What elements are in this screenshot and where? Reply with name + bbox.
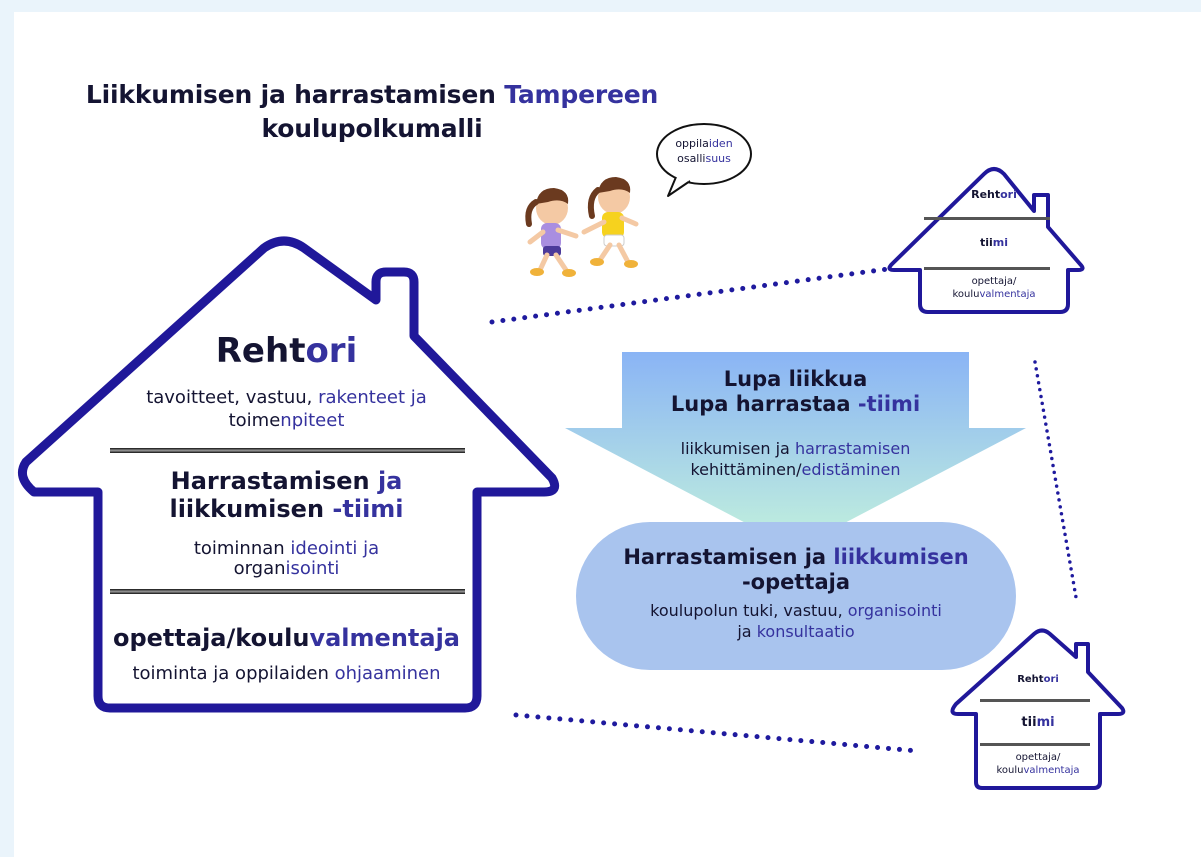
small-house-bottom-divider-1 xyxy=(980,699,1090,702)
page-title: Liikkumisen ja harrastamisen Tampereen k… xyxy=(72,78,672,146)
teacher-oval xyxy=(576,522,1016,670)
big-house-divider-1 xyxy=(110,448,465,453)
oval-description: koulupolun tuki, vastuu, organisointi ja… xyxy=(650,601,942,641)
speech-bubble-text: oppilaiden osallisuus xyxy=(675,137,733,165)
downward-arrow xyxy=(565,352,1026,549)
big-house-team-description: toiminnan ideointi ja organisointi xyxy=(193,538,380,579)
small-house-bottom-teacher: opettaja/ kouluvalmentaja xyxy=(996,752,1080,776)
dotted-connector-top xyxy=(489,266,891,325)
oval-heading: Harrastamisen ja liikkumisen -opettaja xyxy=(623,545,969,594)
small-house-top-tiimi: tiimi xyxy=(979,236,1009,249)
big-house-divider-2 xyxy=(110,589,465,594)
small-house-top-rehtori: Rehtori xyxy=(971,188,1017,201)
title-line-1: Liikkumisen ja harrastamisen Tampereen xyxy=(85,80,659,109)
running-girl-right-icon xyxy=(581,177,639,268)
big-house-teacher-heading: opettaja/kouluvalmentaja xyxy=(112,624,460,652)
small-house-top-teacher: opettaja/ kouluvalmentaja xyxy=(952,276,1036,300)
arrow-heading: Lupa liikkua Lupa harrastaa -tiimi xyxy=(670,367,921,416)
small-house-top-divider-1 xyxy=(924,217,1050,220)
small-house-top-divider-2 xyxy=(924,267,1050,270)
diagram-graphics xyxy=(17,123,1126,790)
small-house-bottom-outline xyxy=(950,628,1126,790)
running-girl-left-icon xyxy=(525,188,579,277)
big-house-rehtori-heading: Rehtori xyxy=(215,331,358,371)
small-house-bottom-tiimi: tiimi xyxy=(1021,715,1055,730)
dotted-connector-right xyxy=(1033,360,1079,605)
big-house-team-heading: Harrastamisen ja liikkumisen -tiimi xyxy=(169,467,404,523)
big-house-teacher-description: toiminta ja oppilaiden ohjaaminen xyxy=(132,663,441,684)
small-house-top-outline xyxy=(887,167,1085,314)
big-house-rehtori-description: tavoitteet, vastuu, rakenteet ja toimenp… xyxy=(146,387,427,431)
dotted-connector-bottom xyxy=(513,712,920,754)
small-house-bottom-divider-2 xyxy=(980,743,1090,746)
diagram-canvas: Liikkumisen ja harrastamisen Tampereen k… xyxy=(14,12,1201,857)
speech-bubble xyxy=(656,123,752,197)
title-line-2: koulupolkumalli xyxy=(261,114,483,143)
small-house-bottom-rehtori: Rehtori xyxy=(1017,674,1059,685)
arrow-description: liikkumisen ja harrastamisen kehittämine… xyxy=(680,439,911,479)
running-children-illustration xyxy=(525,177,639,277)
